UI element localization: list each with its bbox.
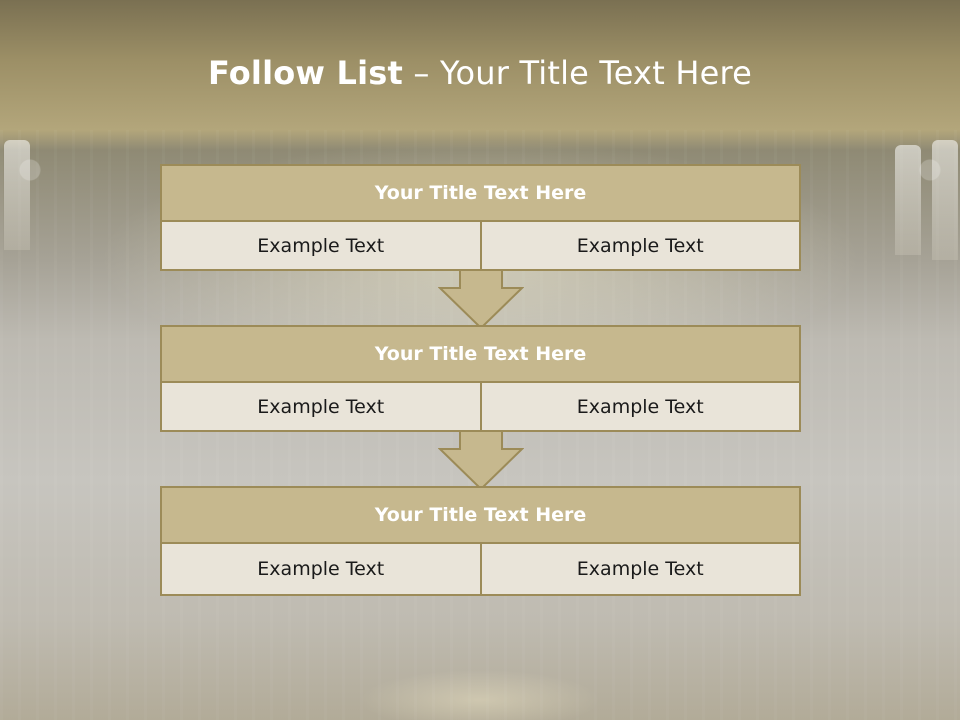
background-minaret xyxy=(932,140,958,260)
block-cell-left: Example Text xyxy=(162,383,480,430)
block-title: Your Title Text Here xyxy=(162,327,799,383)
background-minaret xyxy=(895,145,921,255)
down-arrow xyxy=(438,431,524,491)
block-cell-left: Example Text xyxy=(162,544,480,594)
block-title: Your Title Text Here xyxy=(162,488,799,544)
block-row: Example Text Example Text xyxy=(162,222,799,269)
background-minaret xyxy=(4,140,30,250)
slide-title: Follow List – Your Title Text Here xyxy=(0,54,960,92)
block-cell-right: Example Text xyxy=(479,222,799,269)
list-block-2: Your Title Text Here Example Text Exampl… xyxy=(160,325,801,432)
slide-title-bold: Follow List xyxy=(207,54,404,92)
block-cell-right: Example Text xyxy=(479,383,799,430)
list-block-3: Your Title Text Here Example Text Exampl… xyxy=(160,486,801,596)
slide-title-rest: – Your Title Text Here xyxy=(403,54,753,92)
block-row: Example Text Example Text xyxy=(162,544,799,594)
block-row: Example Text Example Text xyxy=(162,383,799,430)
block-cell-left: Example Text xyxy=(162,222,480,269)
block-title: Your Title Text Here xyxy=(162,166,799,222)
list-block-1: Your Title Text Here Example Text Exampl… xyxy=(160,164,801,271)
block-cell-right: Example Text xyxy=(479,544,799,594)
down-arrow xyxy=(438,270,524,330)
